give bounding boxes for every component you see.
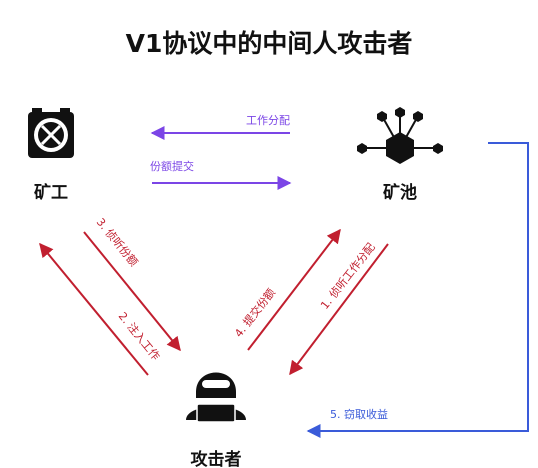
step4-label: 4. 提交份额 [231, 286, 278, 340]
pool-network-icon [357, 107, 443, 164]
miner-icon [28, 108, 74, 158]
step3-label: 3. 侦听份额 [94, 216, 141, 269]
hacker-icon [186, 372, 246, 423]
step5-label: 5. 窃取收益 [330, 407, 388, 421]
step4-arrow [247, 228, 341, 351]
step2-arrow [39, 242, 149, 376]
diagram-title: V1协议中的中间人攻击者 [126, 29, 413, 58]
pool-label: 矿池 [383, 182, 417, 203]
work-distribution-label: 工作分配 [246, 114, 290, 127]
step1-arrow [289, 243, 389, 376]
step2-label: 2. 注入工作 [116, 309, 163, 363]
attacker-label: 攻击者 [191, 449, 242, 468]
miner-label: 矿工 [34, 182, 68, 203]
step5-arrow [306, 142, 529, 438]
share-submission-label: 份额提交 [150, 159, 194, 173]
step1-label: 1. 侦听工作分配 [318, 241, 377, 312]
step3-arrow [83, 231, 181, 352]
